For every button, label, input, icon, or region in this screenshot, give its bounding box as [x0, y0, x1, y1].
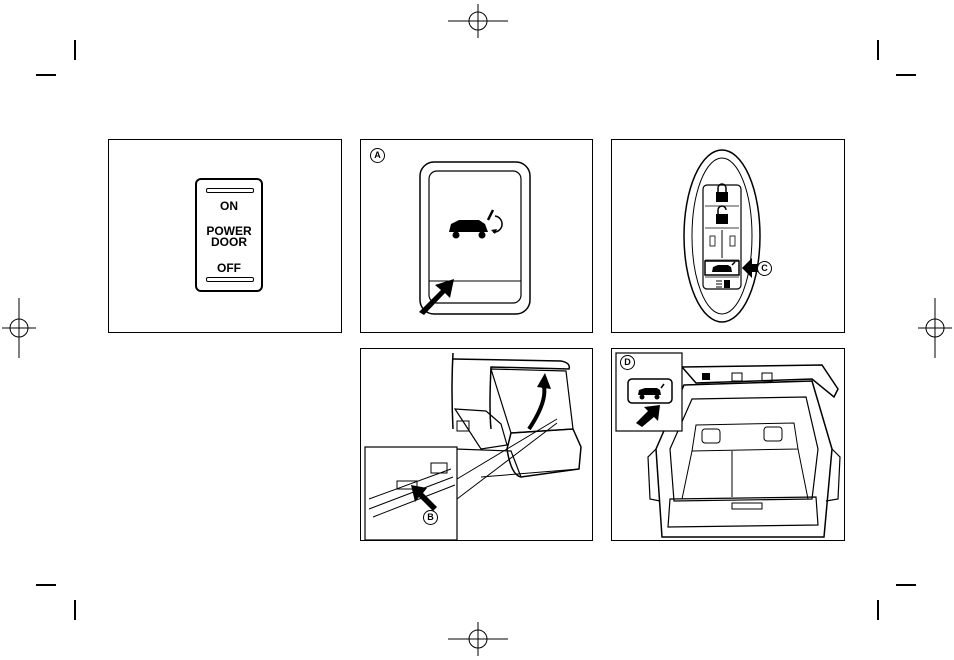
registration-mark [918, 298, 952, 358]
switch-door-label: DOOR [197, 237, 261, 248]
callout-c: C [757, 261, 772, 276]
unlock-icon [716, 206, 728, 224]
switch-bottom-groove [206, 277, 254, 282]
panel-intelligent-key: C [611, 139, 845, 333]
callout-b: B [423, 510, 438, 525]
registration-mark [2, 298, 36, 358]
intelligent-key-drawing [612, 140, 845, 333]
vehicle-rear-drawing [361, 349, 593, 541]
liftgate-icon [449, 210, 502, 239]
crop-mark [877, 600, 879, 620]
panel-liftgate-interior: D [611, 348, 845, 541]
crop-mark [36, 74, 56, 76]
liftgate-icon [705, 261, 739, 275]
callout-d: D [620, 355, 635, 370]
switch-off-label: OFF [197, 263, 261, 274]
panel-liftgate-handle: B [360, 348, 593, 541]
slide-door-icon [710, 230, 735, 258]
lock-icon [716, 184, 728, 202]
crop-mark [896, 74, 916, 76]
registration-mark [448, 4, 508, 38]
crop-mark [896, 584, 916, 586]
power-door-switch[interactable]: ON POWER DOOR OFF [195, 178, 263, 292]
liftgate-open-drawing [612, 349, 845, 541]
registration-mark [448, 622, 508, 656]
panel-liftgate-switch: A [360, 139, 593, 333]
pointer-arrow-icon [419, 279, 454, 315]
panel-power-door-switch: ON POWER DOOR OFF [108, 139, 342, 333]
crop-mark [74, 600, 76, 620]
switch-on-label: ON [197, 201, 261, 212]
switch-top-groove [206, 188, 254, 193]
crop-mark [36, 584, 56, 586]
crop-mark [877, 40, 879, 60]
liftgate-switch-drawing [361, 140, 593, 333]
light-icon [716, 280, 730, 288]
crop-mark [74, 40, 76, 60]
